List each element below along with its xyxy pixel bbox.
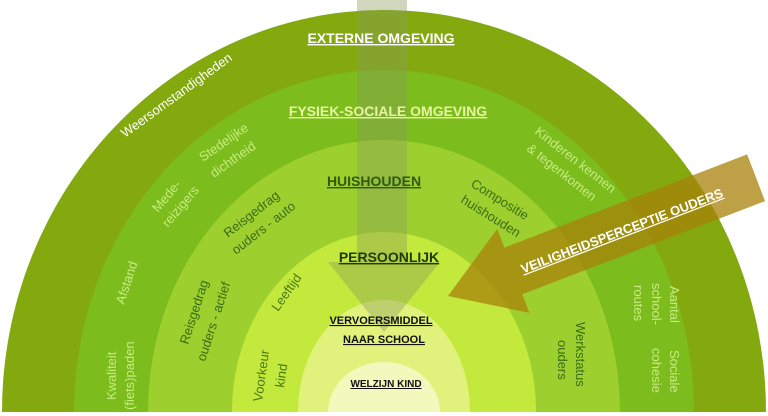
heading-welzijn-kind: WELZIJN KIND (350, 379, 421, 390)
heading-vervoersmiddel: VERVOERSMIDDEL (329, 315, 432, 327)
factor-voorkeur-2: kind (272, 363, 290, 389)
heading-huishouden: HUISHOUDEN (327, 173, 421, 189)
ring-welzijn-kind (328, 362, 440, 412)
downward-arrow (328, 0, 440, 332)
factor-werkstatus-2: ouders (555, 340, 570, 380)
factor-sociale-1: Sociale (667, 350, 682, 393)
factor-aantal-3: routes (631, 285, 646, 322)
factor-aantal-1: Aantal (667, 286, 682, 323)
factor-werkstatus-1: Werkstatus (573, 322, 588, 387)
heading-externe-omgeving: EXTERNE OMGEVING (307, 30, 454, 46)
heading-fysiek-sociale-omgeving: FYSIEK-SOCIALE OMGEVING (289, 103, 487, 119)
factor-kwaliteit-1: Kwaliteit (104, 351, 119, 400)
heading-naar-school: NAAR SCHOOL (343, 334, 425, 346)
factor-aantal-2: school- (649, 283, 664, 325)
factor-voorkeur-1: Voorkeur (250, 348, 272, 402)
factor-sociale-2: cohesie (649, 348, 664, 393)
heading-persoonlijk: PERSOONLIJK (339, 249, 439, 265)
factor-kwaliteit-2: (fiets)paden (122, 341, 137, 410)
